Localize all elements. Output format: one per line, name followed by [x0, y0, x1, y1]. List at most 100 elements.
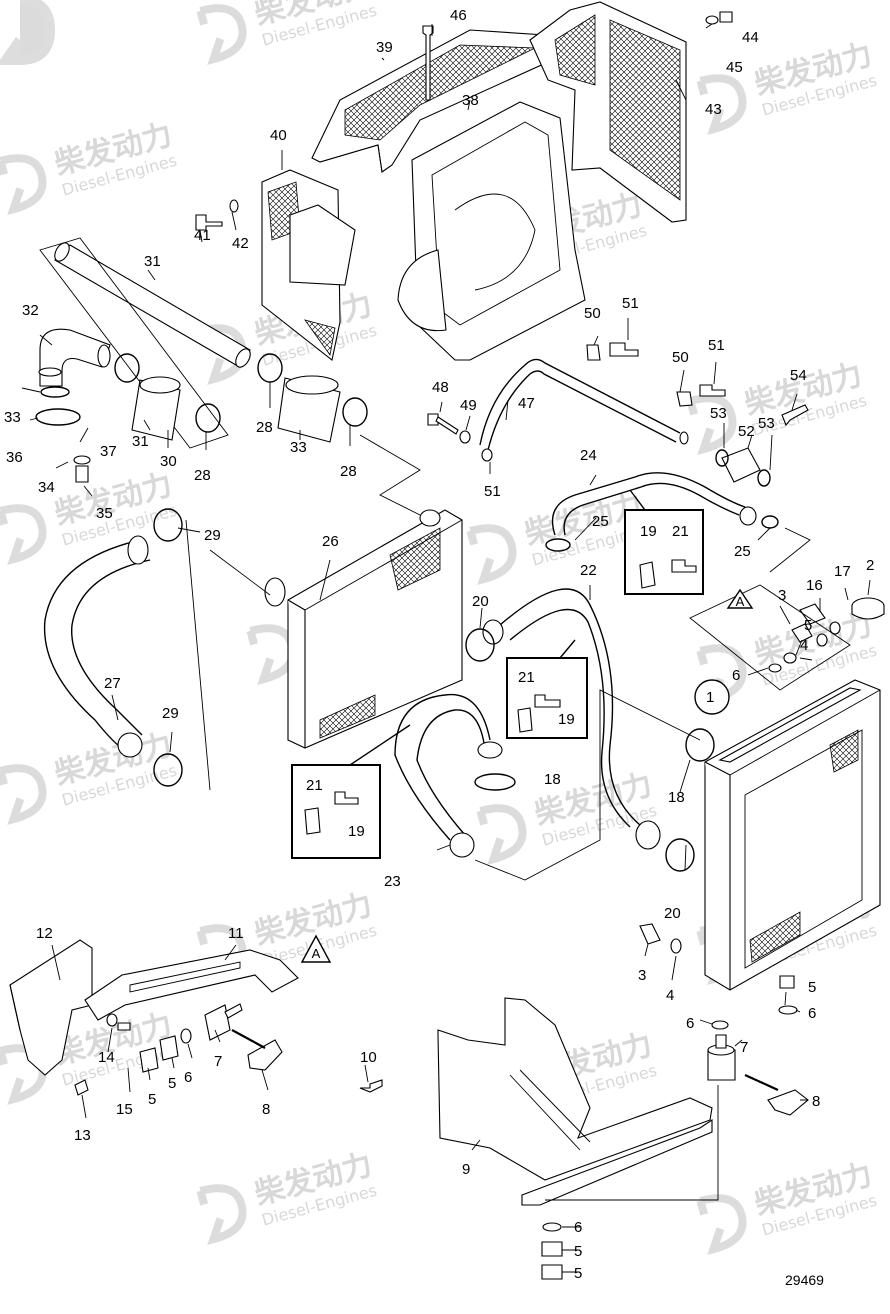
callout-c9: 9 — [462, 1161, 470, 1178]
callout-c6a: 6 — [732, 667, 740, 684]
callout-c19b: 19 — [558, 711, 575, 728]
callout-c15: 15 — [116, 1101, 133, 1118]
nipple-34-35 — [73, 455, 91, 483]
callout-c2: 2 — [866, 557, 874, 574]
callout-c19c: 19 — [348, 823, 365, 840]
callout-c51b: 51 — [708, 337, 725, 354]
callout-c50b: 50 — [672, 349, 689, 366]
watermark-logo-icon — [196, 4, 247, 65]
intake-pipe-31 — [54, 242, 251, 368]
detail-box-2 — [506, 639, 588, 739]
callout-c8a: 8 — [262, 1101, 270, 1118]
watermark-logo-icon — [0, 504, 47, 565]
callout-c53b: 53 — [758, 415, 775, 432]
callout-c25b: 25 — [734, 543, 751, 560]
callout-c40: 40 — [270, 127, 287, 144]
callout-c5f: 5 — [574, 1265, 582, 1282]
callout-c52: 52 — [738, 423, 755, 440]
plug-3-4-5-top — [768, 623, 828, 673]
callout-c29b: 29 — [162, 705, 179, 722]
radiator-1 — [704, 679, 881, 991]
callout-c47: 47 — [518, 395, 535, 412]
leader-lines — [21, 23, 871, 1273]
callout-c20b: 20 — [664, 905, 681, 922]
watermark-logo-icon — [0, 154, 47, 215]
callout-c5a: 5 — [804, 617, 812, 634]
clamp-36 — [35, 408, 81, 426]
bracket-12 — [9, 939, 93, 1076]
callout-c11: 11 — [228, 925, 244, 942]
callout-c31b: 31 — [132, 433, 149, 450]
bracket-line-28 — [359, 434, 421, 516]
callout-c34: 34 — [38, 479, 55, 496]
view-marker-label-0: A — [736, 594, 745, 609]
callout-c1: 1 — [706, 689, 714, 706]
callout-c10: 10 — [360, 1049, 377, 1066]
callout-c43: 43 — [705, 101, 722, 118]
callout-c46: 46 — [450, 7, 467, 24]
clamp-20-bottom — [665, 838, 695, 872]
watermark-logo-icon — [466, 524, 517, 585]
callout-c38: 38 — [462, 92, 479, 109]
callout-c5b: 5 — [148, 1091, 156, 1108]
clip-54 — [781, 404, 809, 427]
callout-c18a: 18 — [544, 771, 561, 788]
callout-c5d: 5 — [808, 979, 816, 996]
bolt-46 — [422, 25, 434, 101]
detail-box-3 — [291, 724, 411, 859]
mount-7-right — [707, 1034, 736, 1081]
callout-c14: 14 — [98, 1049, 115, 1066]
callout-c22: 22 — [580, 562, 597, 579]
washer-nuts-bottom — [541, 1222, 563, 1280]
callout-c27: 27 — [104, 675, 121, 692]
intercooler-26 — [264, 509, 463, 749]
bracket-line-29 — [185, 519, 271, 791]
bracket-line-25 — [769, 527, 811, 573]
rubber-pad-8-left — [247, 1039, 283, 1071]
drawing-number: 29469 — [785, 1272, 824, 1288]
plug-3-washer-4-bottom — [639, 923, 682, 954]
callout-c20a: 20 — [472, 593, 489, 610]
guard-40 — [261, 169, 356, 361]
pipe-47 — [479, 358, 689, 451]
hose-24 — [551, 472, 757, 536]
callout-c28c: 28 — [340, 463, 357, 480]
detail-box-1 — [624, 489, 704, 595]
callout-c41: 41 — [194, 227, 211, 244]
rubber-pad-8-right — [767, 1089, 809, 1116]
callout-c17: 17 — [834, 563, 851, 580]
callout-c21a: 21 — [672, 523, 689, 540]
callout-c35: 35 — [96, 505, 113, 522]
clamp-18-center — [474, 773, 516, 791]
arrow-8-left — [231, 1029, 266, 1049]
hose-23 — [394, 693, 503, 858]
hose-30 — [131, 376, 181, 441]
clip-50-bolt-51 — [586, 342, 726, 407]
watermark-logo-icon — [476, 804, 527, 865]
callout-c49: 49 — [460, 397, 477, 414]
elbow-32 — [38, 328, 111, 387]
view-marker-label-1: A — [312, 946, 321, 961]
watermark-logo-icon — [196, 1184, 247, 1245]
callout-c13: 13 — [74, 1127, 91, 1144]
watermark-logo-icon — [696, 1194, 747, 1255]
clamps-28-left — [114, 353, 368, 433]
o-ring-33 — [40, 386, 70, 398]
support-bracket-9 — [437, 997, 713, 1206]
clamp-29-bottom — [153, 753, 183, 787]
callout-c28b: 28 — [256, 419, 273, 436]
bracket-11 — [84, 949, 299, 1021]
clamp-20-top — [465, 628, 495, 662]
hose-33-right — [277, 375, 341, 443]
watermark-logo-icon — [696, 74, 747, 135]
bracket-line-22-23 — [474, 689, 701, 881]
callout-c6d: 6 — [686, 1015, 694, 1032]
sensor-16-17 — [799, 603, 841, 635]
callout-c50a: 50 — [584, 305, 601, 322]
